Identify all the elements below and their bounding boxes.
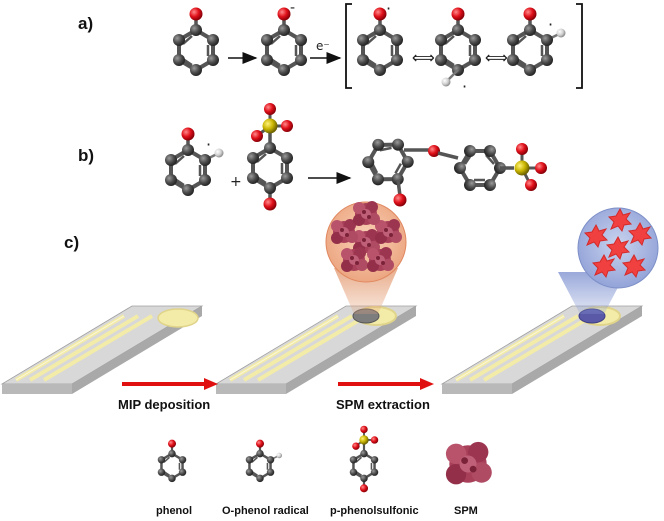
radical-dot-2: · xyxy=(462,77,467,96)
spm-in-mip xyxy=(353,201,380,226)
radical-dot-1: · xyxy=(386,0,391,18)
spm-legend-icon xyxy=(445,441,492,485)
legend-item-p-phenolsulfonic: p-phenolsulfonic xyxy=(330,426,419,517)
p-phenolsulfonic-legend-icon xyxy=(350,426,379,493)
legend-item-o-phenol-radical: O-phenol radical xyxy=(222,440,309,517)
step-label-spm-extraction: SPM extraction xyxy=(336,397,430,412)
panel-label-c: c) xyxy=(64,233,79,252)
resonance-arrow-1: ⟺ xyxy=(412,48,435,67)
electron-label: e⁻ xyxy=(316,39,330,53)
legend-label: p-phenolsulfonic xyxy=(330,505,419,517)
step-arrow-mip-deposition xyxy=(122,378,218,390)
spm-in-mip xyxy=(367,247,394,272)
legend-label: SPM xyxy=(454,505,478,517)
minus-sign: - xyxy=(290,0,295,16)
coupled-product-molecule xyxy=(353,125,547,207)
resonance-arrow-2: ⟺ xyxy=(485,48,508,67)
panel-label-a: a) xyxy=(78,14,93,33)
legend: phenol O-phenol radical p-phenolsulfonic… xyxy=(156,426,492,517)
bracket-left xyxy=(345,3,352,89)
o-phenol-radical-reactant xyxy=(165,128,224,197)
panel-label-b: b) xyxy=(78,146,94,165)
panel-c-process: MIP deposition SPM extraction xyxy=(0,201,659,412)
step-arrow-spm-extraction xyxy=(338,378,434,390)
phenoxide-molecule xyxy=(261,8,307,77)
phenol-molecule xyxy=(173,8,219,77)
legend-item-spm: SPM xyxy=(445,441,492,517)
resonance-1-molecule xyxy=(357,8,403,77)
panel-b-reaction: · + xyxy=(165,103,547,211)
mip-electrode xyxy=(214,201,418,396)
spm-in-mip xyxy=(341,247,368,272)
working-electrode xyxy=(157,308,199,328)
radical-dot-3: · xyxy=(548,15,553,34)
legend-label: O-phenol radical xyxy=(222,505,309,517)
panel-a-reaction: - e⁻ · ⟺ · ⟺ · xyxy=(173,0,583,96)
bracket-right xyxy=(576,3,583,89)
legend-item-phenol: phenol xyxy=(156,440,192,517)
extracted-electrode xyxy=(440,207,659,396)
phenol-legend-icon xyxy=(158,440,187,482)
resonance-3-molecule xyxy=(507,8,566,77)
p-phenolsulfonic-reactant xyxy=(247,103,293,211)
bare-electrode xyxy=(0,304,204,396)
legend-label: phenol xyxy=(156,505,192,517)
resonance-2-molecule xyxy=(435,8,481,87)
radical-dot-b: · xyxy=(206,135,211,154)
step-label-mip-deposition: MIP deposition xyxy=(118,397,210,412)
spm-in-mip xyxy=(375,219,402,244)
plus-sign: + xyxy=(230,174,242,190)
o-phenol-radical-legend-icon xyxy=(246,440,282,482)
